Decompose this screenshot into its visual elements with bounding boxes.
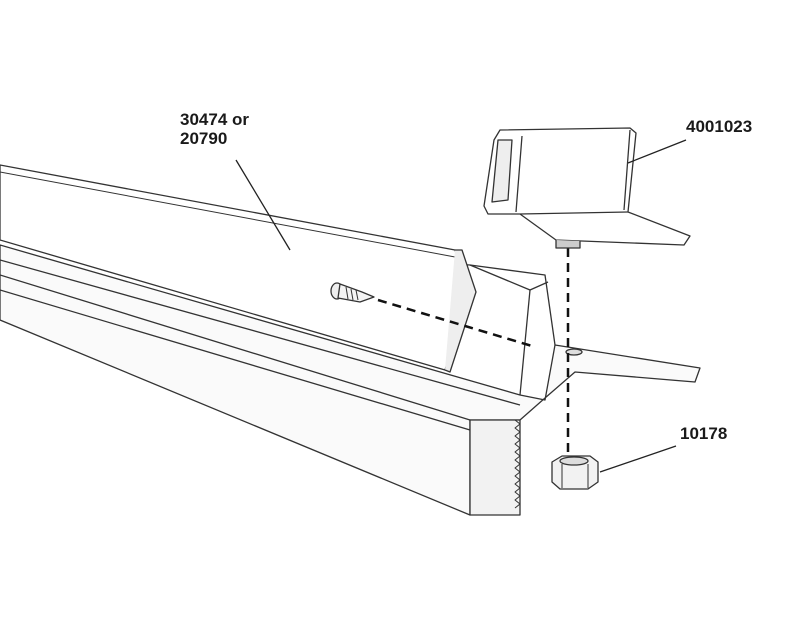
leader-line-nut <box>599 445 677 473</box>
label-cover-strip: 30474 or 20790 <box>180 110 249 148</box>
leader-line-cover-strip <box>235 159 291 251</box>
screw-assembly-line <box>377 298 533 348</box>
cover-strip-part <box>0 164 477 373</box>
leader-line-clip <box>627 139 687 164</box>
clip-part <box>483 127 691 249</box>
label-cover-strip-line2: 20790 <box>180 129 228 148</box>
screw-part <box>330 282 375 303</box>
rail-extrusion <box>0 239 701 516</box>
label-cover-strip-line1: 30474 or <box>180 110 249 129</box>
nut-part <box>551 455 599 490</box>
label-nut: 10178 <box>680 424 728 443</box>
label-clip: 4001023 <box>686 117 753 136</box>
